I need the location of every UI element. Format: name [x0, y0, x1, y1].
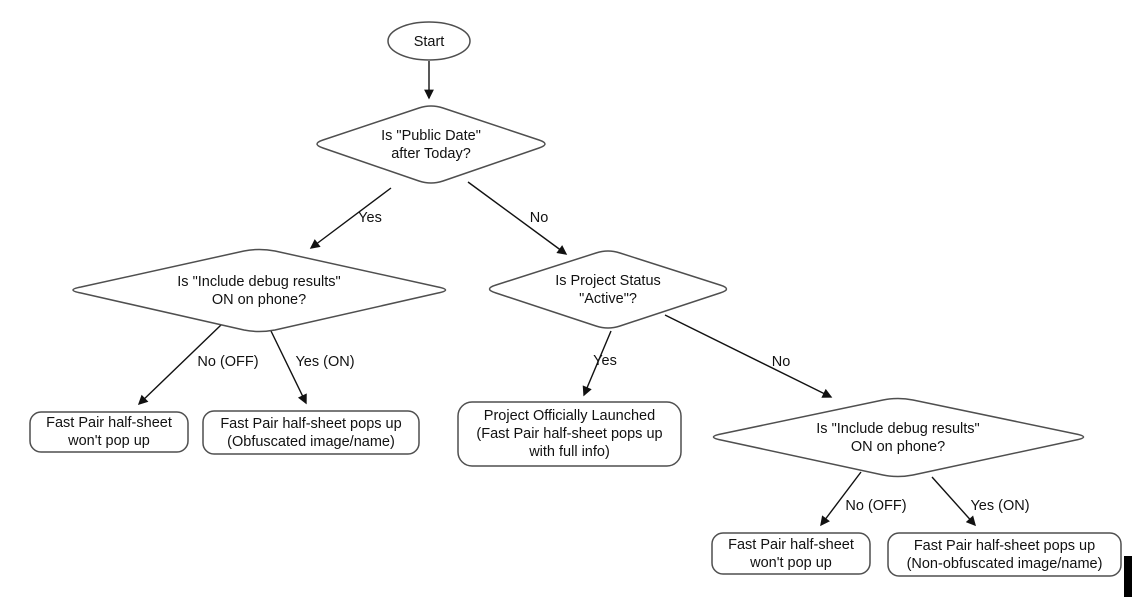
decision-debug-right-shape: [712, 397, 1085, 478]
edge-debug-right-no: [820, 471, 862, 527]
text-cursor-artifact: [1124, 556, 1132, 597]
result-no-popup-left-shape: [29, 411, 189, 453]
edge-project-status-no: [664, 314, 833, 398]
edges: [137, 61, 976, 527]
decision-project-status-shape: [488, 250, 728, 329]
edge-public-date-no: [467, 181, 568, 255]
result-obfuscated-shape: [202, 410, 420, 455]
start-node-shape: [387, 21, 471, 61]
edge-debug-left-no: [137, 324, 222, 406]
decision-debug-left-shape: [72, 248, 447, 333]
edge-debug-left-yes: [270, 330, 307, 405]
nodes: [29, 21, 1122, 577]
edge-project-status-yes: [582, 330, 612, 397]
edge-debug-right-yes: [931, 476, 976, 527]
result-non-obfuscated-shape: [887, 532, 1122, 577]
decision-public-date-shape: [316, 105, 546, 184]
result-no-popup-right-shape: [711, 532, 871, 575]
edge-public-date-yes: [309, 187, 392, 249]
result-launched-shape: [457, 401, 682, 467]
